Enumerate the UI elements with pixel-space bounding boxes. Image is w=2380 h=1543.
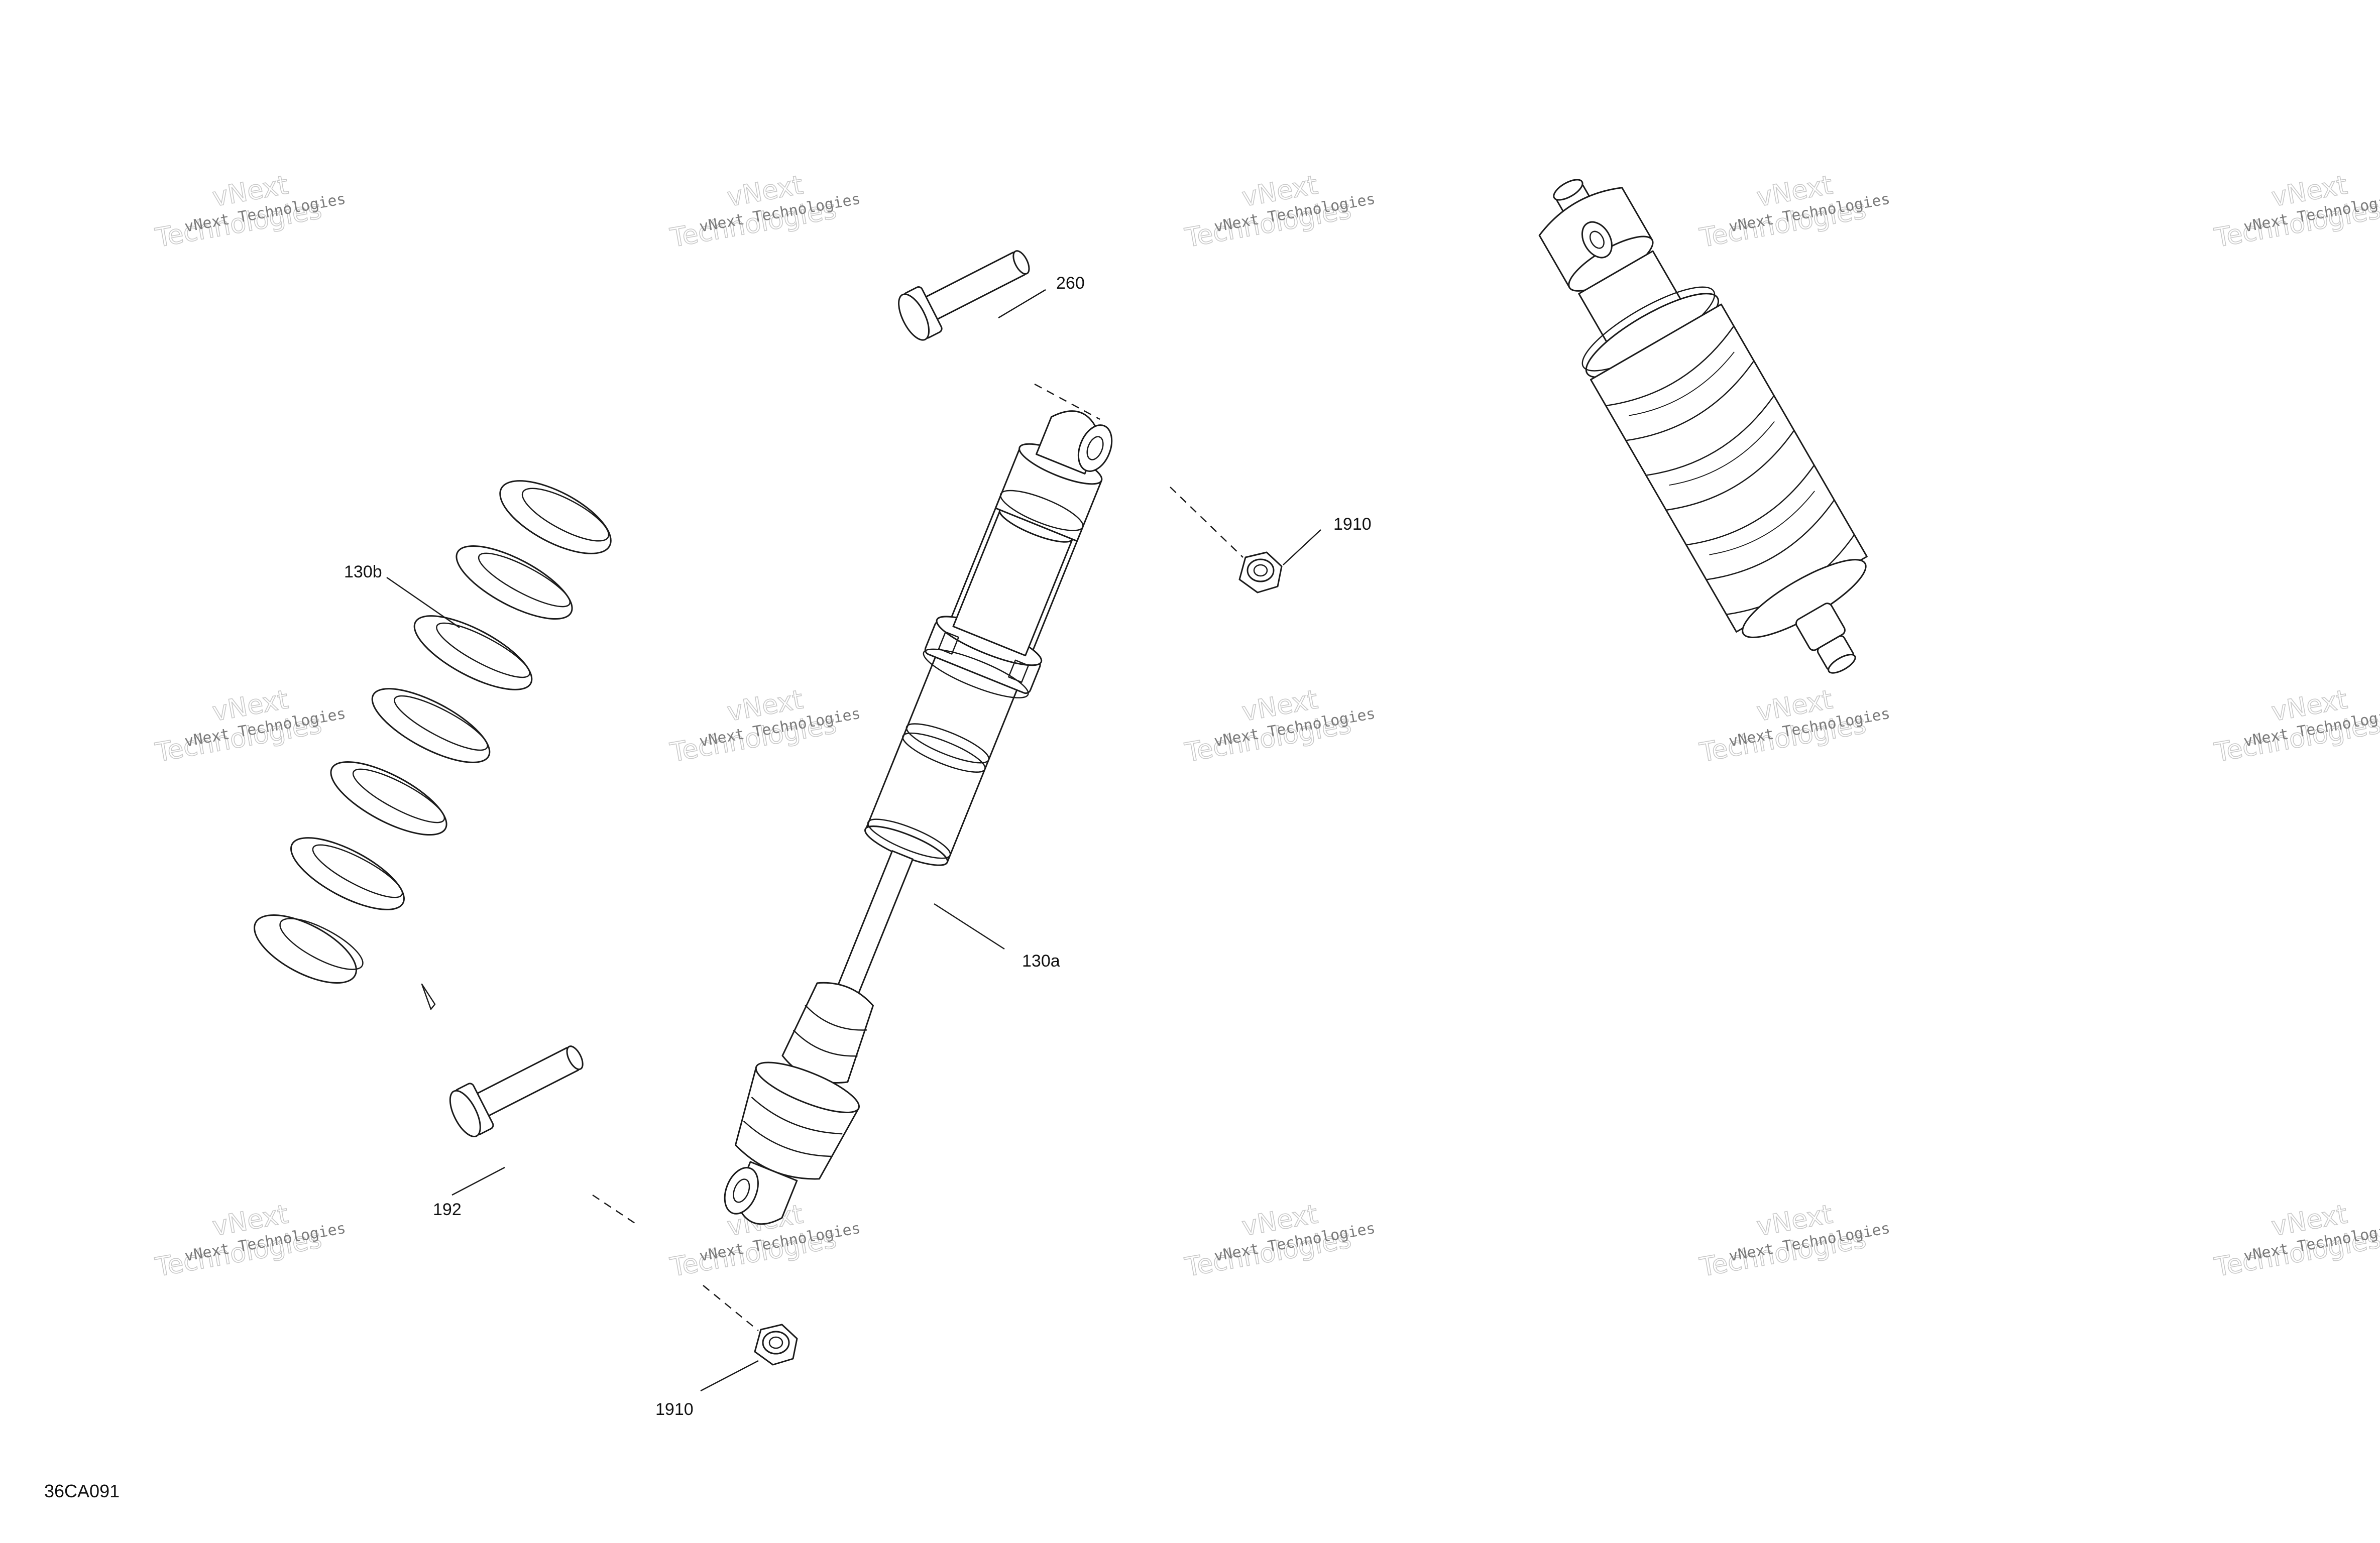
callout-260: 260 <box>1056 274 1085 293</box>
top-nut-axis <box>1170 487 1243 558</box>
coil-spring <box>254 480 612 1010</box>
bottom-bolt <box>449 1045 584 1138</box>
assembled-shock <box>1538 179 1868 674</box>
leader-130a <box>934 903 1005 950</box>
top-assembly-axis <box>1034 383 1100 420</box>
callout-1910-top: 1910 <box>1333 515 1372 534</box>
callout-130a: 130a <box>1022 952 1060 971</box>
figure-id: 36CA091 <box>44 1481 120 1501</box>
bottom-assembly-axis <box>592 1194 638 1226</box>
top-nut <box>1238 551 1283 594</box>
bottom-nut-axis <box>703 1285 759 1331</box>
leader-1910-bottom <box>700 1360 759 1392</box>
leader-260 <box>998 289 1046 319</box>
leader-1910-top <box>1283 529 1321 565</box>
callout-192: 192 <box>433 1200 462 1219</box>
callout-1910-bottom: 1910 <box>655 1400 694 1419</box>
top-bolt <box>898 250 1030 341</box>
bottom-nut <box>754 1324 798 1366</box>
leader-130b <box>386 576 460 629</box>
shock-absorber <box>724 410 1113 1225</box>
leader-192 <box>451 1166 505 1196</box>
callout-130b: 130b <box>344 562 382 581</box>
